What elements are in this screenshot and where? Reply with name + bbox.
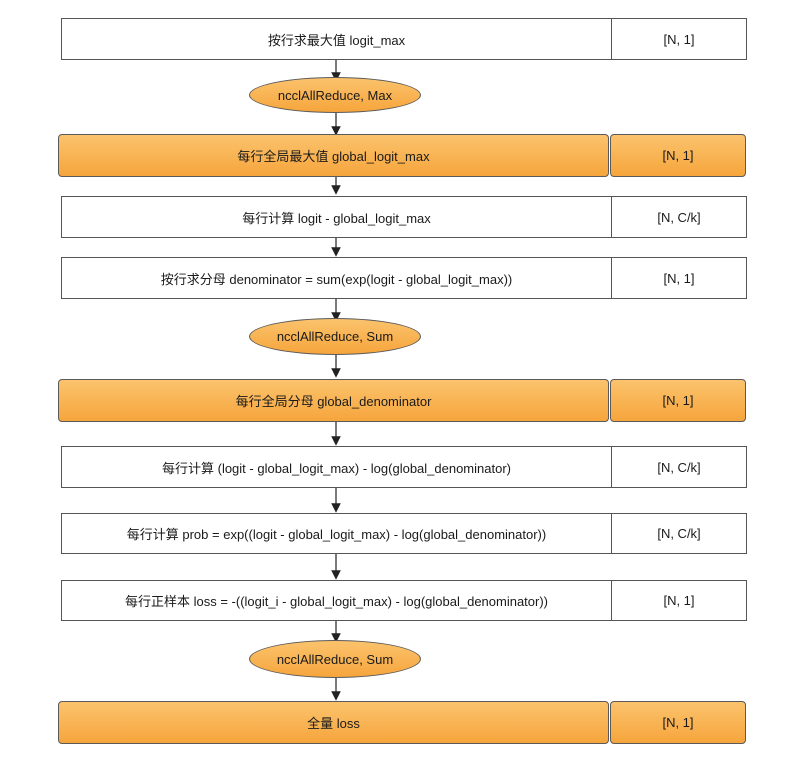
allreduce-sum-oval-1: ncclAllReduce, Sum <box>249 318 421 355</box>
step-prob-box: 每行计算 prob = exp((logit - global_logit_ma… <box>61 513 612 554</box>
step-subtract-max-shape: [N, C/k] <box>611 196 747 238</box>
step-positive-loss-shape: [N, 1] <box>611 580 747 621</box>
allreduce-max-oval: ncclAllReduce, Max <box>249 77 421 113</box>
step-denominator-box: 按行求分母 denominator = sum(exp(logit - glob… <box>61 257 612 299</box>
total-loss-shape: [N, 1] <box>610 701 746 744</box>
total-loss-box: 全量 loss <box>58 701 609 744</box>
global-logit-max-shape: [N, 1] <box>610 134 746 177</box>
global-denominator-shape: [N, 1] <box>610 379 746 422</box>
step-positive-loss-box: 每行正样本 loss = -((logit_i - global_logit_m… <box>61 580 612 621</box>
step-log-softmax-shape: [N, C/k] <box>611 446 747 488</box>
global-logit-max-box: 每行全局最大值 global_logit_max <box>58 134 609 177</box>
global-denominator-box: 每行全局分母 global_denominator <box>58 379 609 422</box>
step-subtract-max-box: 每行计算 logit - global_logit_max <box>61 196 612 238</box>
step-log-softmax-box: 每行计算 (logit - global_logit_max) - log(gl… <box>61 446 612 488</box>
allreduce-sum-oval-2: ncclAllReduce, Sum <box>249 640 421 678</box>
step-prob-shape: [N, C/k] <box>611 513 747 554</box>
step-logit-max-box: 按行求最大值 logit_max <box>61 18 612 60</box>
step-denominator-shape: [N, 1] <box>611 257 747 299</box>
step-logit-max-shape: [N, 1] <box>611 18 747 60</box>
